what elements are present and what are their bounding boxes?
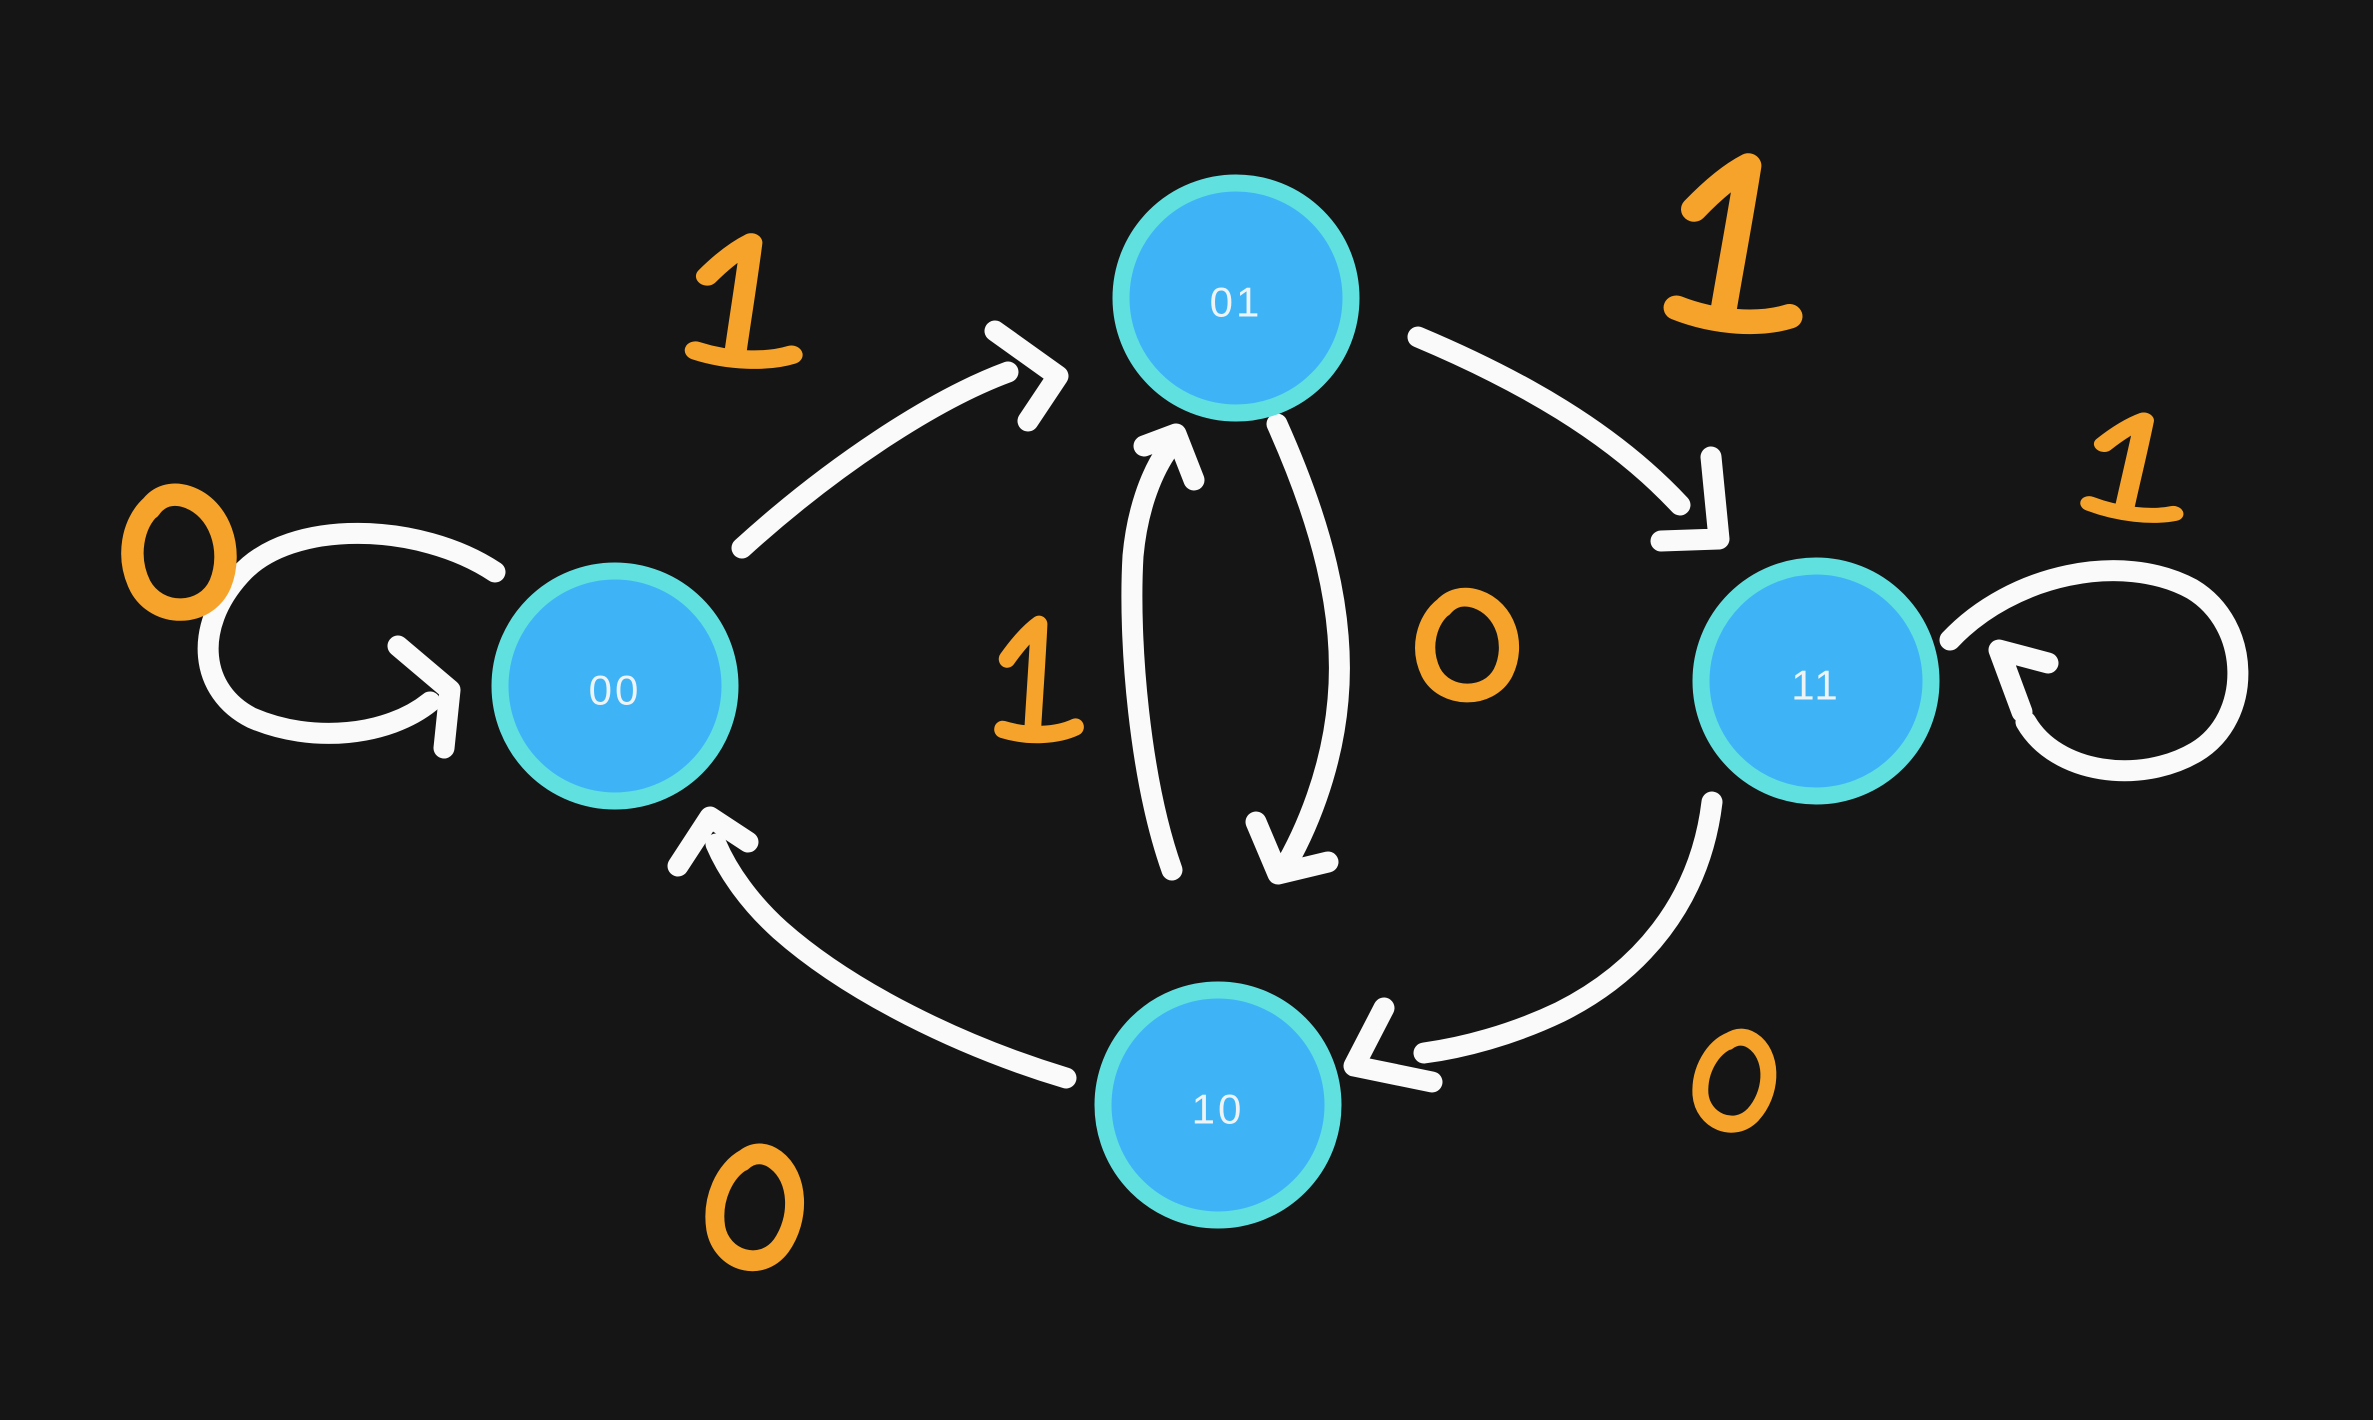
state-node-10[interactable]: 10 bbox=[1094, 981, 1342, 1229]
edge-01-to-10[interactable] bbox=[1245, 413, 1350, 885]
state-circle-11 bbox=[1692, 557, 1940, 805]
state-circle-10 bbox=[1094, 981, 1342, 1229]
state-label-10: 10 bbox=[1192, 1086, 1245, 1133]
edge-01-to-11[interactable] bbox=[1407, 326, 1730, 552]
edge-11-self[interactable] bbox=[1939, 560, 2249, 782]
arrowhead-into-00-bottom bbox=[667, 806, 759, 877]
state-circle-01 bbox=[1112, 174, 1360, 422]
arrowhead-into-01-bottom bbox=[1133, 423, 1205, 491]
arrowhead-into-01-left bbox=[984, 320, 1069, 432]
state-label-00: 00 bbox=[589, 667, 642, 714]
edge-00-self[interactable] bbox=[197, 522, 506, 759]
edge-00-to-01[interactable] bbox=[731, 320, 1069, 559]
state-node-11[interactable]: 11 bbox=[1692, 557, 1940, 805]
arrowhead-into-11-right bbox=[1988, 639, 2059, 723]
arrowhead-into-10-right bbox=[1343, 997, 1443, 1093]
edge-10-to-01[interactable] bbox=[1121, 423, 1205, 881]
state-label-11: 11 bbox=[1791, 662, 1841, 709]
edge-10-to-00[interactable] bbox=[667, 806, 1077, 1089]
state-node-00[interactable]: 00 bbox=[491, 562, 739, 810]
arrowhead-into-11-top bbox=[1650, 446, 1730, 552]
arrowhead-into-10-top bbox=[1245, 811, 1339, 885]
state-node-01[interactable]: 01 bbox=[1112, 174, 1360, 422]
arrowhead-into-00-left bbox=[387, 635, 461, 759]
edge-11-to-10[interactable] bbox=[1343, 791, 1723, 1093]
state-circle-00 bbox=[491, 562, 739, 810]
state-label-01: 01 bbox=[1210, 279, 1263, 326]
